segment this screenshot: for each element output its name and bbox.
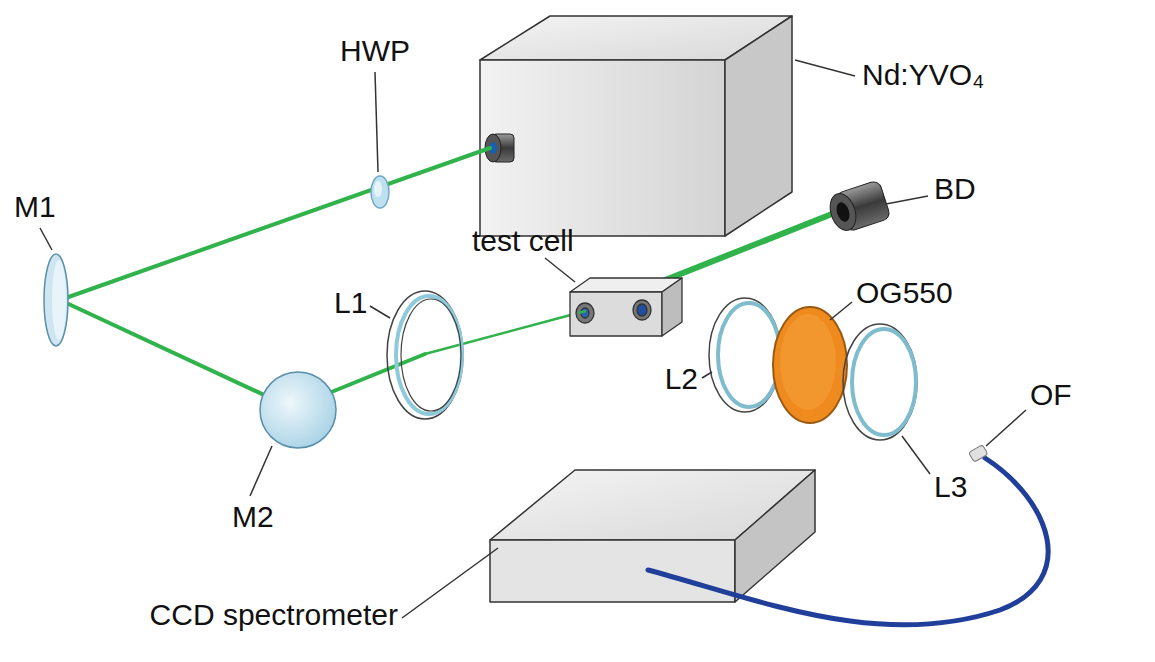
laser-beam (60, 148, 842, 408)
beam-dump (826, 180, 891, 234)
mirror-m1 (44, 254, 68, 346)
lens-l3 (843, 324, 917, 440)
part-label: OG550 (856, 276, 953, 309)
part-label: test cell (472, 224, 574, 257)
filter-og550 (773, 307, 847, 423)
ccd-spectrometer (490, 470, 815, 602)
test-cell (570, 278, 682, 336)
part-label: BD (934, 172, 976, 205)
part-label: CCD spectrometer (150, 598, 398, 631)
laser-head (480, 16, 792, 236)
part-label: HWP (340, 34, 410, 67)
part-label: Nd:YVO₄ (862, 58, 984, 91)
lens-l2 (709, 298, 781, 412)
part-label: L2 (665, 362, 698, 395)
half-wave-plate (371, 176, 389, 208)
lens-l1 (387, 291, 463, 419)
part-label: OF (1030, 378, 1072, 411)
part-label: M1 (14, 190, 56, 223)
optical-fiber (648, 445, 1048, 625)
part-label: L1 (334, 286, 367, 319)
mirror-m2 (260, 372, 336, 448)
part-label: L3 (934, 470, 967, 503)
leader-lines (40, 60, 1026, 618)
part-label: M2 (232, 500, 274, 533)
